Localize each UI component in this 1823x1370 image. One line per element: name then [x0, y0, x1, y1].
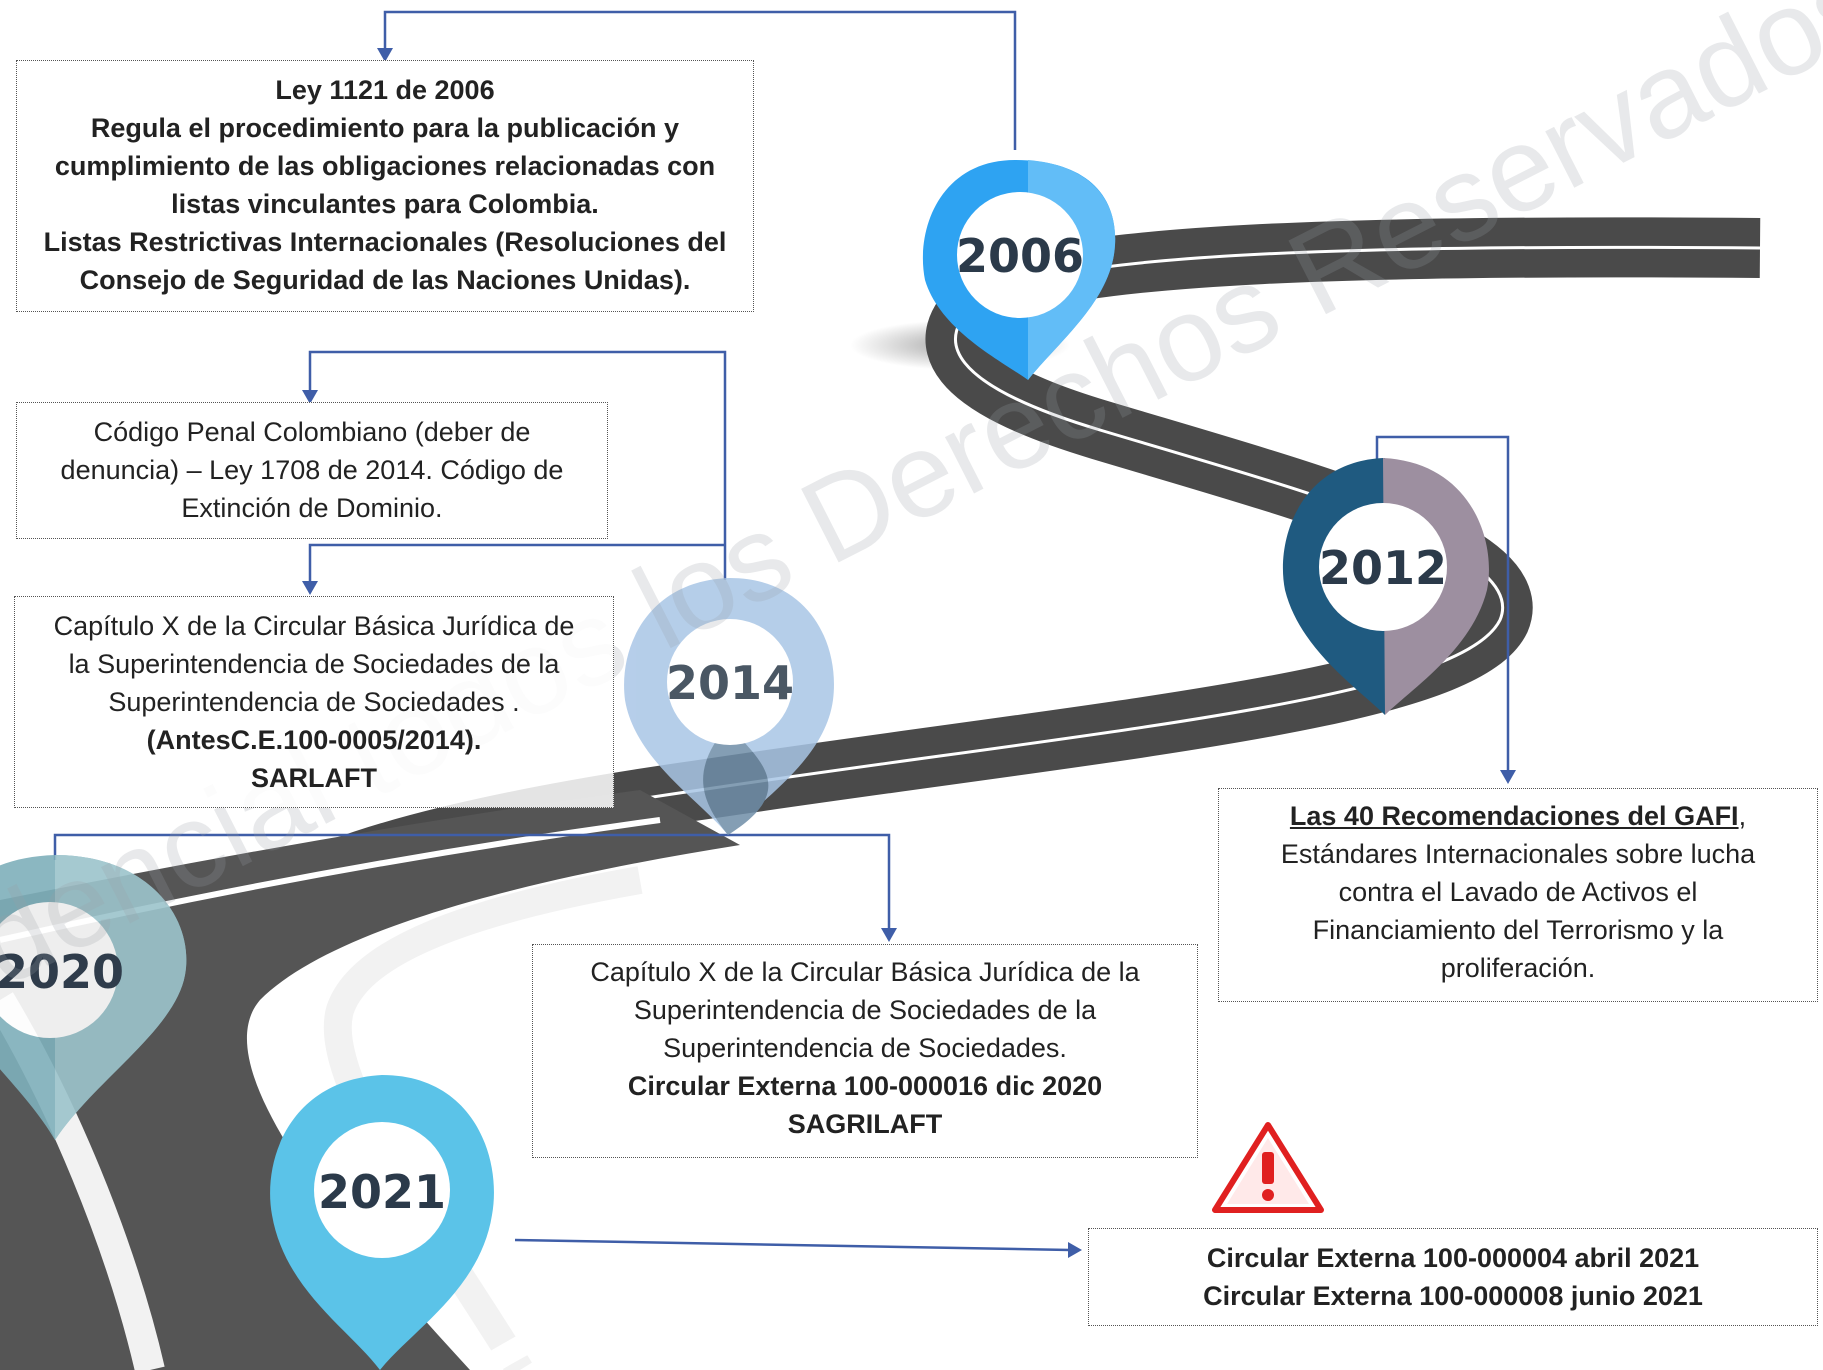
capx2014-line2: la Superintendencia de Sociedades de la: [68, 649, 560, 679]
box-capitulo-x-2020: Capítulo X de la Circular Básica Jurídic…: [532, 944, 1198, 1158]
gafi-line4: Financiamiento del Terrorismo y la: [1312, 915, 1724, 945]
capx2020-line1: Capítulo X de la Circular Básica Jurídic…: [590, 957, 1140, 987]
road-foreground: [0, 790, 740, 1370]
box-ley-1121: Ley 1121 de 2006 Regula el procedimiento…: [16, 60, 754, 312]
ley1121-line5: Listas Restrictivas Internacionales (Res…: [43, 227, 727, 257]
connector-2014-a: [308, 350, 727, 580]
box-circulares-2021: Circular Externa 100-000004 abril 2021 C…: [1088, 1228, 1818, 1326]
ley1121-line2: Regula el procedimiento para la publicac…: [90, 113, 680, 143]
ley1121-line1: Ley 1121 de 2006: [275, 75, 495, 105]
circ2021-line1: Circular Externa 100-000004 abril 2021: [1206, 1243, 1700, 1273]
connector-2014-b: [308, 543, 725, 583]
capx2014-line5: SARLAFT: [251, 763, 377, 793]
capx2014-line3: Superintendencia de Sociedades .: [108, 687, 520, 717]
capx2020-line2: Superintendencia de Sociedades de la: [633, 995, 1097, 1025]
capx2020-line5: SAGRILAFT: [787, 1109, 943, 1139]
pin-2021: 2021: [270, 1075, 494, 1370]
connector-2006: [383, 10, 1017, 150]
year-label-2006: 2006: [956, 229, 1084, 283]
connector-2012: [1375, 435, 1510, 772]
capx2020-line3: Superintendencia de Sociedades.: [663, 1033, 1067, 1063]
pin-2006: 2006: [922, 160, 1116, 380]
circ2021-line2: Circular Externa 100-000008 junio 2021: [1203, 1281, 1703, 1311]
box-capitulo-x-2014: Capítulo X de la Circular Básica Jurídic…: [14, 596, 614, 808]
pin-2014: 2014: [624, 578, 834, 835]
codigo-penal-line3: Extinción de Dominio.: [181, 493, 443, 523]
year-label-2020: 2020: [0, 945, 124, 999]
warning-triangle-icon: [1212, 1122, 1324, 1213]
ley1121-line6: Consejo de Seguridad de las Naciones Uni…: [79, 265, 691, 295]
ley1121-line4: listas vinculantes para Colombia.: [171, 189, 599, 219]
connectors: [53, 10, 1510, 1252]
year-label-2021: 2021: [318, 1165, 446, 1219]
ley1121-line3: cumplimiento de las obligaciones relacio…: [54, 151, 716, 181]
year-label-2012: 2012: [1319, 541, 1447, 595]
connector-2020: [53, 833, 891, 930]
gafi-line5: proliferación.: [1440, 953, 1596, 983]
codigo-penal-line1: Código Penal Colombiano (deber de: [93, 417, 531, 447]
connector-2021: [514, 1238, 1071, 1252]
connector-arrowheads: [302, 48, 1516, 1258]
gafi-title: Las 40 Recomendaciones del GAFI: [1289, 801, 1739, 831]
box-gafi: Las 40 Recomendaciones del GAFI, Estánda…: [1218, 788, 1818, 1002]
gafi-title-suffix: ,: [1738, 801, 1747, 831]
pin-2020: 2020: [0, 855, 187, 1140]
gafi-line2: Estándares Internacionales sobre lucha: [1280, 839, 1756, 869]
codigo-penal-line2: denuncia) – Ley 1708 de 2014. Código de: [60, 455, 564, 485]
pin-2012: 2012: [1282, 458, 1489, 715]
gafi-line3: contra el Lavado de Activos el: [1338, 877, 1698, 907]
capx2020-line4: Circular Externa 100-000016 dic 2020: [627, 1071, 1103, 1101]
capx2014-line4: (AntesC.E.100-0005/2014).: [146, 725, 482, 755]
year-label-2014: 2014: [666, 656, 794, 710]
capx2014-line1: Capítulo X de la Circular Básica Jurídic…: [53, 611, 575, 641]
box-codigo-penal: Código Penal Colombiano (deber de denunc…: [16, 402, 608, 539]
